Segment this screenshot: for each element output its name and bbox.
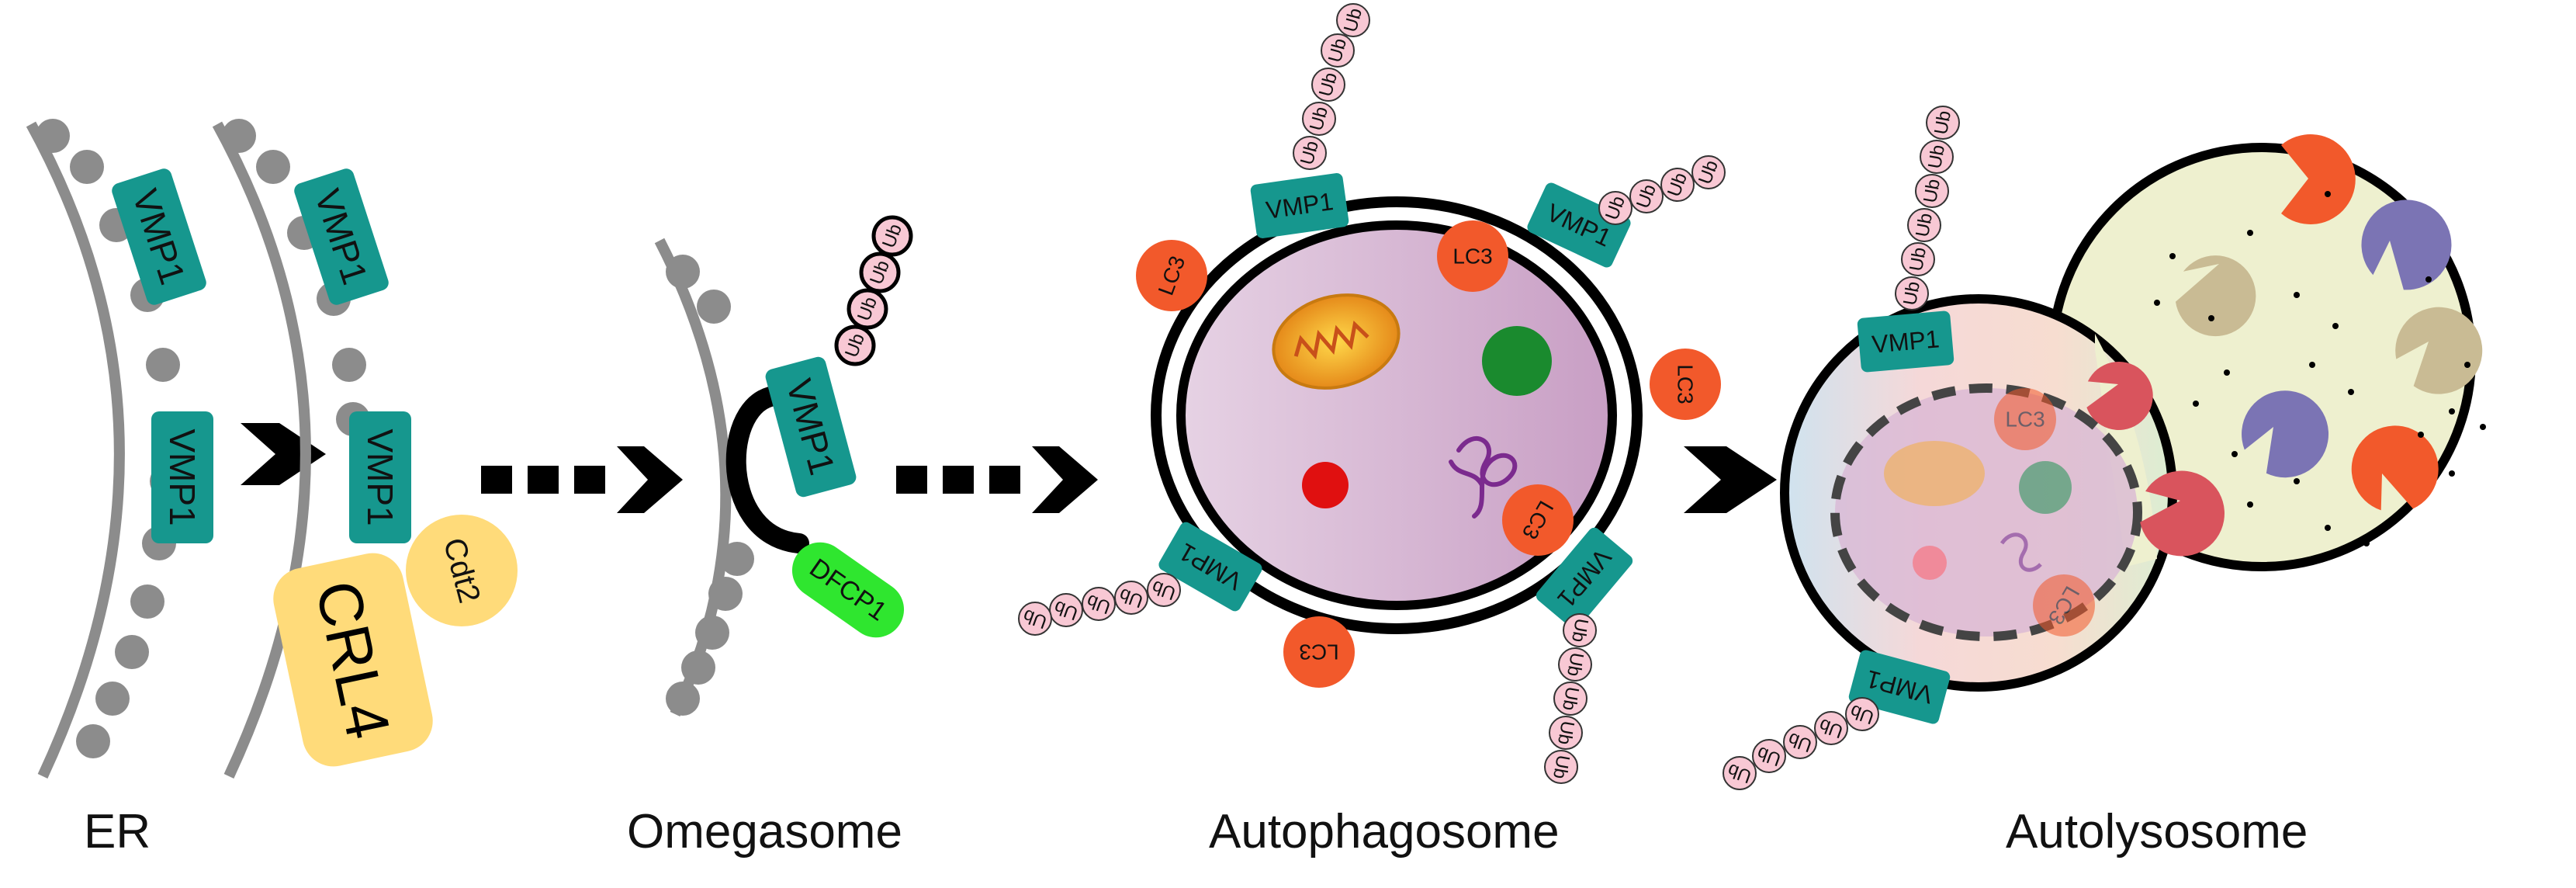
arrow-solid-2 — [1684, 446, 1777, 513]
lc3-protein: LC3 — [1650, 349, 1721, 420]
hydrolases — [2086, 134, 2483, 557]
omegasome-panel: VMP1 Ub Ub Ub Ub DFCP1 — [654, 215, 913, 716]
lc3-protein: LC3 — [1283, 616, 1355, 688]
er-panel: VMP1 VMP1 — [26, 119, 213, 779]
omegasome-cup — [725, 385, 809, 553]
mitochondrion-faded — [1884, 441, 1985, 506]
ub-label: Ub — [1930, 109, 1955, 137]
lc3-label: LC3 — [2005, 408, 2045, 432]
er-membrane-2 — [212, 121, 311, 779]
arrow-dashed-2 — [896, 446, 1098, 513]
lc3-label: LC3 — [1299, 640, 1338, 664]
lc3-protein: LC3 — [1136, 240, 1207, 311]
er-crl4-panel: VMP1 VMP1 Cdt2 CRL4 — [212, 119, 518, 779]
ub-label: Ub — [1553, 720, 1578, 747]
lc3-protein: LC3 — [1502, 484, 1574, 556]
lc3-label: LC3 — [1452, 245, 1492, 269]
vmp1-protein: VMP1 — [1250, 173, 1349, 238]
ub-chain: Ub Ub Ub Ub Ub Ub — [1895, 106, 1960, 310]
mitochondrion — [1272, 293, 1401, 390]
er-membrane-3 — [654, 238, 732, 716]
cargo-rna-faded — [2000, 532, 2042, 572]
lc3-protein: LC3 — [1994, 388, 2056, 450]
ub-label: Ub — [1563, 651, 1587, 678]
ribosomes-3 — [666, 255, 754, 716]
stage-label-er: ER — [84, 805, 151, 859]
lc3-protein: LC3 — [2033, 574, 2095, 637]
ub-label: Ub — [1567, 617, 1592, 644]
ub-chain: Ub Ub Ub Ub Ub — [1293, 3, 1370, 170]
cargo-red-faded — [1913, 546, 1947, 580]
lc3-label: LC3 — [1674, 364, 1698, 404]
ub-label: Ub — [1549, 754, 1574, 781]
lc3-protein: LC3 — [1437, 220, 1508, 292]
ub-label: Ub — [1906, 246, 1930, 273]
vmp1-label: VMP1 — [1871, 324, 1941, 358]
vmp1-label: VMP1 — [162, 428, 203, 526]
lysosome-dots — [2154, 175, 2486, 546]
stage-label-autolysosome: Autolysosome — [2006, 805, 2308, 859]
vmp1-protein: VMP1 — [765, 356, 857, 498]
autophagosome-panel: LC3 LC3 LC3 LC3 LC3 VMP1 VMP1 VMP1 VMP1 … — [1018, 3, 1726, 784]
ub-label: Ub — [1899, 280, 1924, 307]
vmp1-protein: VMP1 — [349, 411, 411, 543]
cargo-rna — [1449, 435, 1518, 519]
ub-label: Ub — [1558, 685, 1583, 713]
cargo-red — [1302, 462, 1349, 508]
vmp1-label: VMP1 — [360, 428, 400, 526]
ub-chain: Ub Ub Ub Ub Ub — [1544, 613, 1597, 784]
ub-label: Ub — [1924, 144, 1949, 171]
autolysosome-panel: LC3 LC3 VMP1 — [1723, 106, 2486, 790]
er-membrane-1 — [26, 121, 125, 779]
arrow-solid-1 — [241, 423, 326, 485]
cargo-green — [1482, 326, 1552, 396]
cdt2-protein: Cdt2 — [406, 515, 518, 626]
ub-chain: Ub Ub Ub Ub Ub — [1723, 697, 1879, 790]
ub-label: Ub — [1912, 212, 1937, 239]
ub-label: Ub — [1920, 178, 1944, 205]
vmp1-protein: VMP1 — [1857, 310, 1955, 373]
ub-chain: Ub Ub Ub Ub — [1598, 155, 1726, 225]
cargo-green-faded — [2019, 461, 2072, 514]
arrow-dashed-1 — [481, 446, 683, 513]
stage-label-autophagosome: Autophagosome — [1209, 805, 1560, 859]
ub-chain: Ub Ub Ub Ub — [834, 215, 913, 366]
ub-chain: Ub Ub Ub Ub Ub — [1018, 573, 1181, 636]
stage-label-omegasome: Omegasome — [627, 805, 902, 859]
crl4-protein: CRL4 — [273, 553, 433, 767]
vmp1-protein: VMP1 — [151, 411, 213, 543]
